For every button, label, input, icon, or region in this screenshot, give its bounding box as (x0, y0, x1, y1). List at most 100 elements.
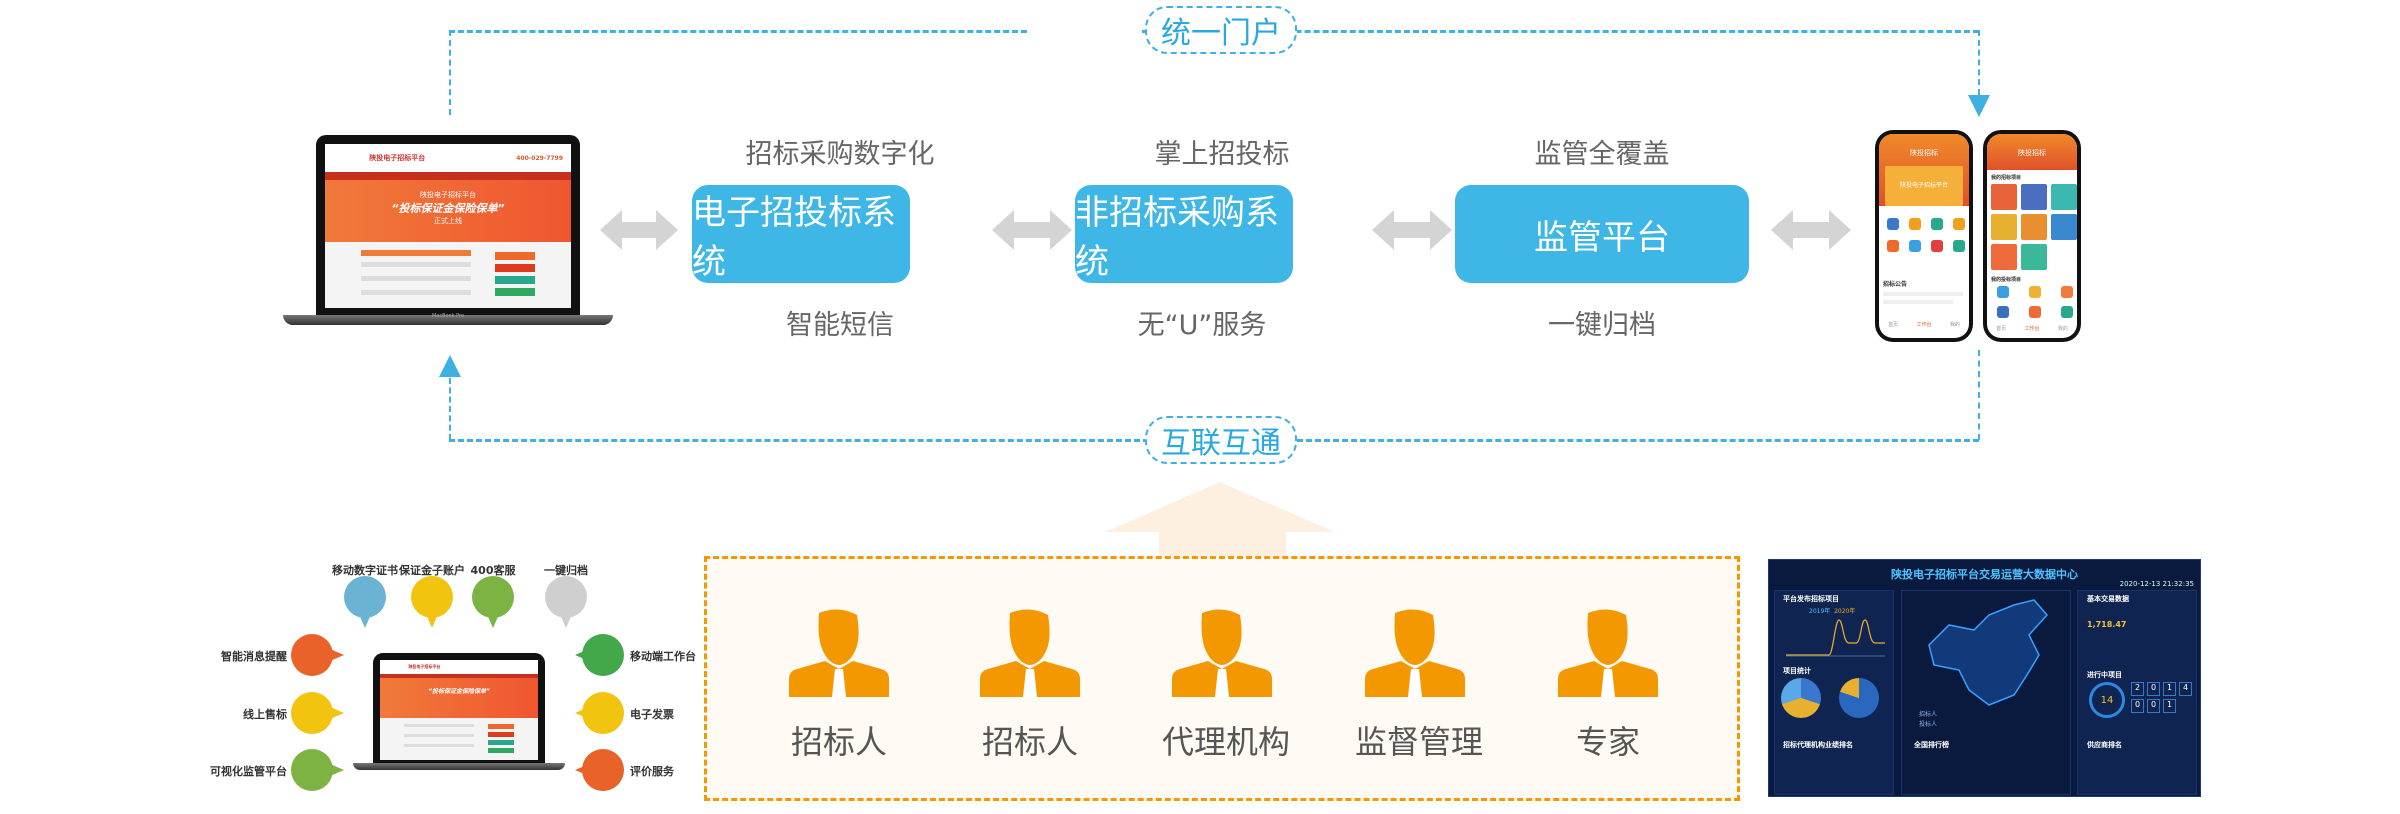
chart-legend: 2019年 2020年 (1809, 606, 1855, 615)
system-bottom-caption: 智能短信 (786, 310, 894, 341)
panel-title: 平台发布招标项目 (1783, 595, 1839, 603)
person-icon (980, 609, 1080, 697)
count-box: 1 (2163, 699, 2176, 713)
app-title: 陕投招标 (1987, 134, 2077, 170)
site-name: 陕投电子招标平台 (408, 664, 441, 669)
role-2: 招标人 (970, 609, 1090, 763)
legend-item: 2019年 (1809, 608, 1831, 615)
legend-item: 招标人 (1919, 711, 1938, 718)
bidirectional-arrow-icon (1771, 210, 1851, 250)
nav-mine[interactable]: 我的 (2057, 326, 2068, 332)
top-left-connector (449, 30, 451, 115)
service-label: 一键归档 (544, 564, 588, 577)
role-label: 招标人 (981, 723, 1078, 761)
arrow-down-icon (1968, 95, 1990, 117)
legend-item: 投标人 (1919, 721, 1938, 728)
person-icon (1558, 609, 1658, 697)
role-label: 监督管理 (1355, 723, 1484, 761)
service-label: 可视化监管平台 (210, 765, 287, 778)
nav-home[interactable]: 首页 (1996, 326, 2007, 332)
laptop-mockup: 陕投电子招标平台 400-029-7799 陕投电子招标平台 “投标保证金保险保单… (283, 135, 613, 335)
banner-line: 正式上线 (434, 217, 462, 225)
pin-icon (330, 649, 344, 661)
upward-arrow-icon (1105, 482, 1335, 532)
role-1: 招标人 (779, 609, 899, 763)
top-connector-line (1142, 30, 1979, 33)
system-bottom-caption: 一键归档 (1548, 310, 1656, 341)
app-title: 陕投招标 (1910, 149, 1938, 157)
nav-workbench[interactable]: 工作台 (1916, 322, 1932, 328)
phone-banner: 陕投电子招标平台 (1885, 166, 1963, 206)
service-label: 移动端工作台 (630, 650, 696, 663)
bidirectional-arrow-icon (992, 210, 1072, 250)
service-label: 评价服务 (630, 765, 674, 778)
service-icon (582, 749, 624, 791)
banner-line: “投标保证金保险保单” (391, 202, 505, 215)
service-label: 保证金子账户 (399, 564, 465, 577)
service-label: 电子发票 (630, 708, 674, 721)
bidirectional-arrow-icon (1372, 210, 1452, 250)
pin-icon (330, 707, 344, 719)
site-name: 陕投电子招标平台 (369, 154, 426, 162)
person-icon (1365, 609, 1465, 697)
role-label: 专家 (1575, 723, 1640, 761)
service-icon (582, 692, 624, 734)
line-chart (1786, 619, 1885, 657)
panel-title: 基本交易数据 (2087, 595, 2129, 603)
role-3: 代理机构 (1162, 609, 1291, 763)
service-icon (291, 749, 333, 791)
service-label: 移动数字证书 (332, 564, 398, 577)
pin-icon (330, 764, 344, 776)
non-bidding-procurement-box[interactable]: 非招标采购系统 (1075, 185, 1293, 283)
nav-mine[interactable]: 我的 (1949, 322, 1960, 328)
section-my-tenders: 我的投标项目 (1991, 277, 2022, 283)
dashboard-title: 陕投电子招标平台交易运营大数据中心 (1891, 568, 2078, 581)
top-connector-line (449, 30, 1027, 33)
banner-line: 陕投电子招标平台 (420, 191, 476, 199)
phone-workbench-mockup: 陕投招标 我的招标项目 我的投标项目 首页 工作台 我的 (1983, 130, 2081, 342)
big-data-dashboard: 陕投电子招标平台交易运营大数据中心 2020-12-13 21:32:35 平台… (1768, 559, 2201, 797)
count-box: 4 (2179, 682, 2192, 696)
nav-home[interactable]: 首页 (1888, 322, 1899, 328)
count-box: 0 (2147, 682, 2160, 696)
service-icon (291, 692, 333, 734)
e-bidding-system-box[interactable]: 电子招投标系统 (692, 185, 910, 283)
panel-title: 供应商排名 (2087, 741, 2122, 749)
laptop-banner: 陕投电子招标平台 “投标保证金保险保单” 正式上线 (325, 180, 571, 242)
panel-title: 全国排行榜 (1914, 741, 1949, 749)
series-2020 (1786, 619, 1885, 656)
banner-line: “投标保证金保险保单” (428, 688, 490, 695)
hotline: 400-029-7799 (516, 154, 563, 162)
panel-title: 招标代理机构业绩排名 (1783, 741, 1853, 749)
person-icon (789, 609, 889, 697)
top-right-connector (1978, 30, 1980, 95)
bottom-right-connector (1978, 350, 1980, 440)
interconnect-tag: 互联互通 (1145, 416, 1297, 464)
system-top-caption: 掌上招投标 (1154, 139, 1290, 170)
phone-home-mockup: 陕投招标 陕投电子招标平台 招标公告 首页 工作台 我的 (1875, 130, 1973, 342)
service-icon (291, 634, 333, 676)
count-box: 2 (2131, 682, 2144, 696)
bottom-connector-line (449, 439, 1149, 442)
system-bottom-caption: 无“U”服务 (1137, 310, 1267, 341)
service-icon (344, 576, 386, 618)
dashboard-timestamp: 2020-12-13 21:32:35 (2119, 580, 2194, 588)
service-label: 智能消息提醒 (221, 650, 287, 663)
mini-laptop-mockup: 陕投电子招标平台 “投标保证金保险保单” (353, 653, 565, 775)
pie-chart (1839, 678, 1879, 718)
section-my-bids: 我的招标项目 (1991, 175, 2022, 181)
laptop-brand: MacBook Pro (431, 313, 465, 319)
service-icon (411, 576, 453, 618)
nav-workbench[interactable]: 工作台 (2024, 326, 2040, 332)
role-4: 监督管理 (1355, 609, 1484, 763)
count-box: 0 (2147, 699, 2160, 713)
unified-portal-tag: 统一门户 (1145, 6, 1297, 54)
pie-chart (1781, 678, 1821, 718)
service-label: 400客服 (470, 564, 516, 577)
tab-bid-notice[interactable]: 招标公告 (1883, 281, 1908, 288)
china-map (1928, 599, 2049, 706)
panel-title: 项目统计 (1783, 667, 1811, 675)
supervision-platform-box[interactable]: 监管平台 (1455, 185, 1749, 283)
role-label: 代理机构 (1162, 723, 1291, 761)
